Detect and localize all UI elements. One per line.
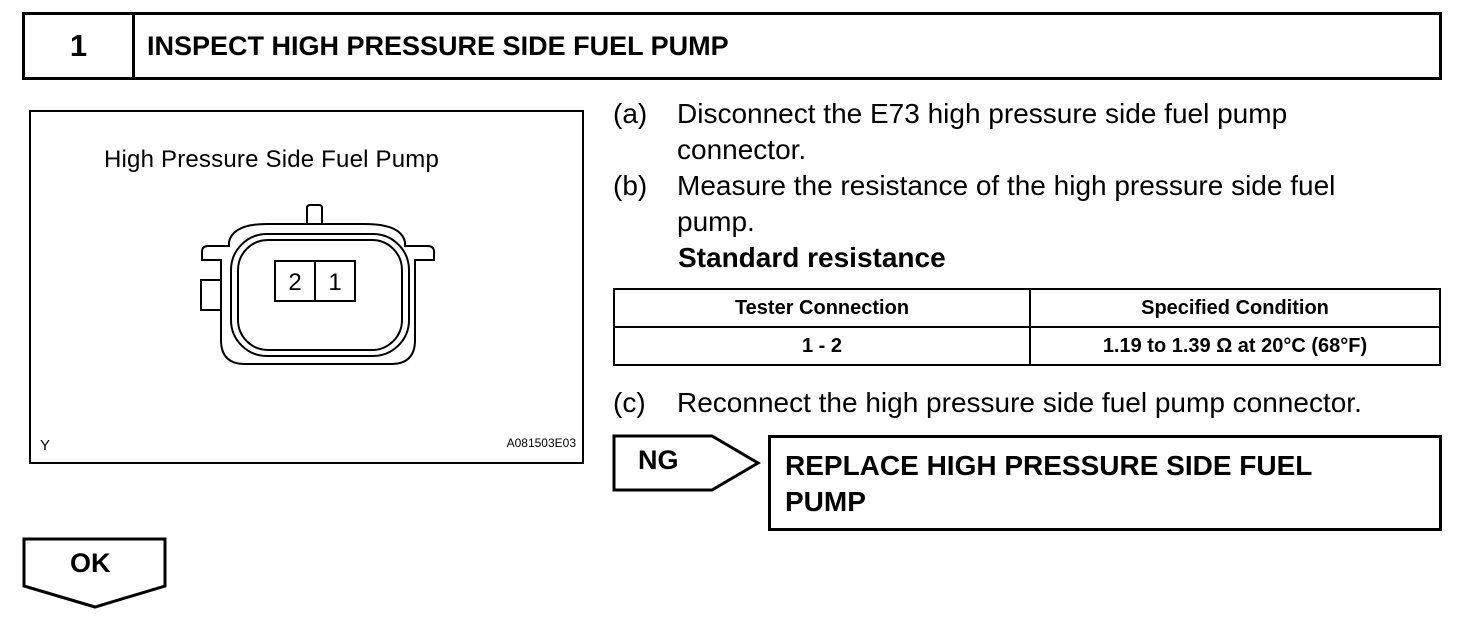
pin-1-label: 1 xyxy=(328,269,341,296)
standard-resistance-label: Standard resistance xyxy=(678,242,946,273)
ok-label: OK xyxy=(70,548,111,578)
table-row: 1 - 2 1.19 to 1.39 Ω at 20°C (68°F) xyxy=(613,326,1441,366)
pin-2-label: 2 xyxy=(288,269,301,296)
instruction-b: (b) Measure the resistance of the high p… xyxy=(613,168,1433,240)
step-title: INSPECT HIGH PRESSURE SIDE FUEL PUMP xyxy=(147,30,729,61)
step-number: 1 xyxy=(25,15,135,77)
ng-label: NG xyxy=(638,445,679,475)
pin-2-cavity xyxy=(274,260,316,302)
table-header-row: Tester Connection Specified Condition xyxy=(613,288,1441,328)
column-header-tester-connection: Tester Connection xyxy=(613,288,1031,328)
ng-result-box: REPLACE HIGH PRESSURE SIDE FUEL PUMP xyxy=(768,435,1442,531)
ng-result-line2: PUMP xyxy=(785,486,866,517)
instruction-a-label: (a) xyxy=(613,98,648,129)
connector-illustration: High Pressure Side Fuel Pump 2 1 Y A0815… xyxy=(29,110,584,464)
instruction-c-line1: Reconnect the high pressure side fuel pu… xyxy=(677,387,1362,418)
connector-drawing: 2 1 xyxy=(200,204,435,365)
column-header-specified-condition: Specified Condition xyxy=(1029,288,1441,328)
instruction-c: (c) Reconnect the high pressure side fue… xyxy=(613,385,1441,421)
instruction-a-line1: Disconnect the E73 high pressure side fu… xyxy=(677,98,1288,129)
figure-code-left: Y xyxy=(40,437,51,454)
figure-code-right: A081503E03 xyxy=(506,436,576,450)
instruction-b-line2: pump. xyxy=(677,206,755,237)
instruction-a: (a) Disconnect the E73 high pressure sid… xyxy=(613,96,1433,168)
instruction-b-label: (b) xyxy=(613,170,648,201)
ng-arrow-icon xyxy=(612,434,761,492)
ok-arrow-icon xyxy=(22,537,167,609)
step-header: 1 INSPECT HIGH PRESSURE SIDE FUEL PUMP xyxy=(22,12,1442,80)
ng-result-line1: REPLACE HIGH PRESSURE SIDE FUEL xyxy=(785,450,1313,481)
instruction-c-label: (c) xyxy=(613,387,646,418)
resistance-spec-table: Tester Connection Specified Condition 1 … xyxy=(613,288,1441,366)
cell-tester-connection: 1 - 2 xyxy=(613,326,1031,366)
figure-caption: High Pressure Side Fuel Pump xyxy=(103,146,440,173)
pin-1-cavity xyxy=(314,260,356,302)
cell-specified-condition: 1.19 to 1.39 Ω at 20°C (68°F) xyxy=(1029,326,1441,366)
instruction-a-line2: connector. xyxy=(677,134,807,165)
instruction-b-line1: Measure the resistance of the high press… xyxy=(677,170,1336,201)
